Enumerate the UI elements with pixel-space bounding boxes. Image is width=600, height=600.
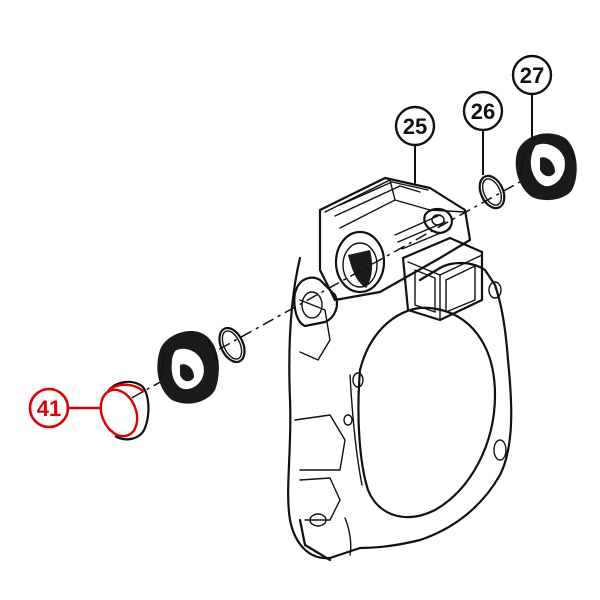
left-o-ring xyxy=(218,326,246,364)
housing-body xyxy=(287,256,513,562)
callout-leaders xyxy=(68,95,533,410)
part-41-cap xyxy=(99,380,150,441)
part-26-o-ring xyxy=(478,174,506,210)
pump-head-block xyxy=(318,176,484,322)
callout-27: 27 xyxy=(511,54,553,96)
callout-25-label: 25 xyxy=(403,114,427,139)
callout-41: 41 xyxy=(28,387,70,429)
callout-26: 26 xyxy=(462,90,504,132)
left-nut xyxy=(157,330,219,404)
callout-25: 25 xyxy=(394,105,436,147)
callout-27-label: 27 xyxy=(520,63,544,88)
part-27-nut xyxy=(515,133,577,201)
callout-41-label: 41 xyxy=(37,396,61,421)
callout-26-label: 26 xyxy=(471,99,495,124)
